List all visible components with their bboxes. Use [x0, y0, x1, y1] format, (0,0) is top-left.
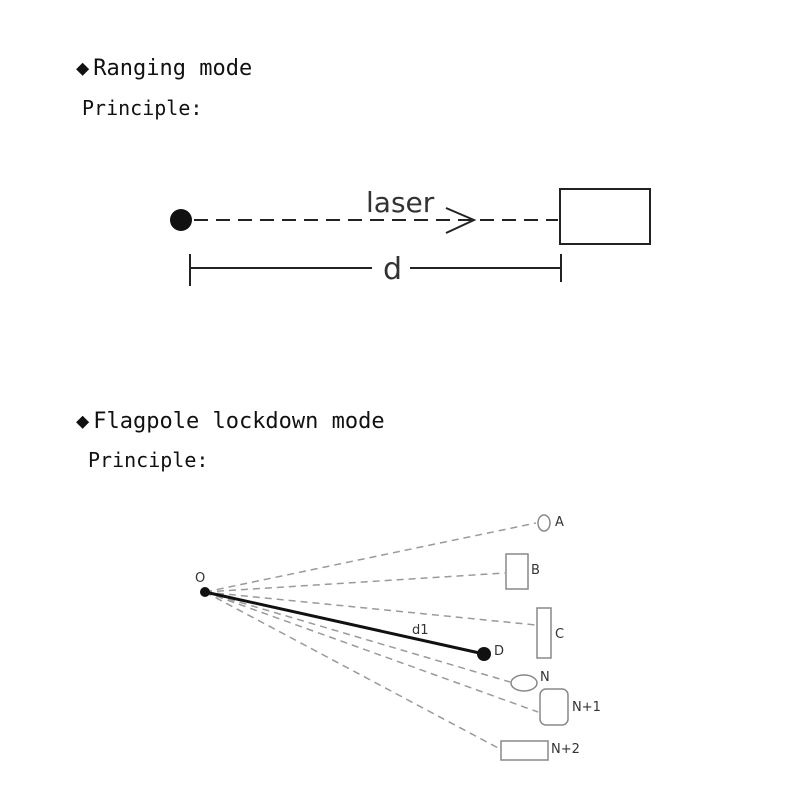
target-d-point: [477, 647, 491, 661]
laser-arrowhead-icon: [445, 207, 477, 234]
ray-to-n1: [204, 591, 539, 713]
target-n-label: N: [540, 670, 550, 685]
target-n-marker: [510, 674, 538, 692]
ranging-diagram: laser d: [170, 186, 651, 287]
flagpole-mode-heading: ◆Flagpole lockdown mode: [76, 409, 385, 434]
ranging-mode-title: Ranging mode: [93, 56, 253, 81]
target-c-marker: [536, 607, 552, 659]
ray-to-n2: [204, 591, 501, 750]
diamond-bullet-icon: ◆: [76, 409, 90, 434]
flagpole-mode-title: Flagpole lockdown mode: [93, 409, 385, 434]
flagpole-principle-label: Principle:: [88, 448, 209, 472]
target-n1-marker: [539, 688, 569, 726]
laser-label: laser: [366, 186, 435, 219]
target-b-label: B: [531, 563, 540, 578]
flagpole-diagram: O d1 A B C D N N+1 N+2: [195, 514, 601, 761]
target-box: [559, 188, 651, 245]
origin-label: O: [195, 571, 205, 586]
target-a-label: A: [555, 515, 564, 530]
target-a-marker: [537, 514, 551, 532]
observer-point: [200, 587, 210, 597]
ray-to-a: [204, 522, 537, 593]
ranging-mode-heading: ◆Ranging mode: [76, 56, 252, 81]
diamond-bullet-icon: ◆: [76, 56, 90, 81]
emitter-dot: [170, 209, 192, 231]
target-n2-label: N+2: [551, 742, 580, 757]
target-d-label: D: [494, 644, 504, 659]
target-n1-label: N+1: [572, 700, 601, 715]
ranging-principle-label: Principle:: [82, 96, 203, 120]
distance-d1-line: [204, 590, 485, 656]
d1-label: d1: [412, 623, 429, 638]
distance-label: d: [383, 252, 402, 287]
ray-to-b: [204, 572, 506, 593]
target-c-label: C: [555, 627, 564, 642]
ray-to-c: [204, 591, 537, 626]
target-n2-marker: [500, 740, 549, 761]
ray-to-n: [204, 591, 511, 683]
target-b-marker: [505, 553, 529, 590]
